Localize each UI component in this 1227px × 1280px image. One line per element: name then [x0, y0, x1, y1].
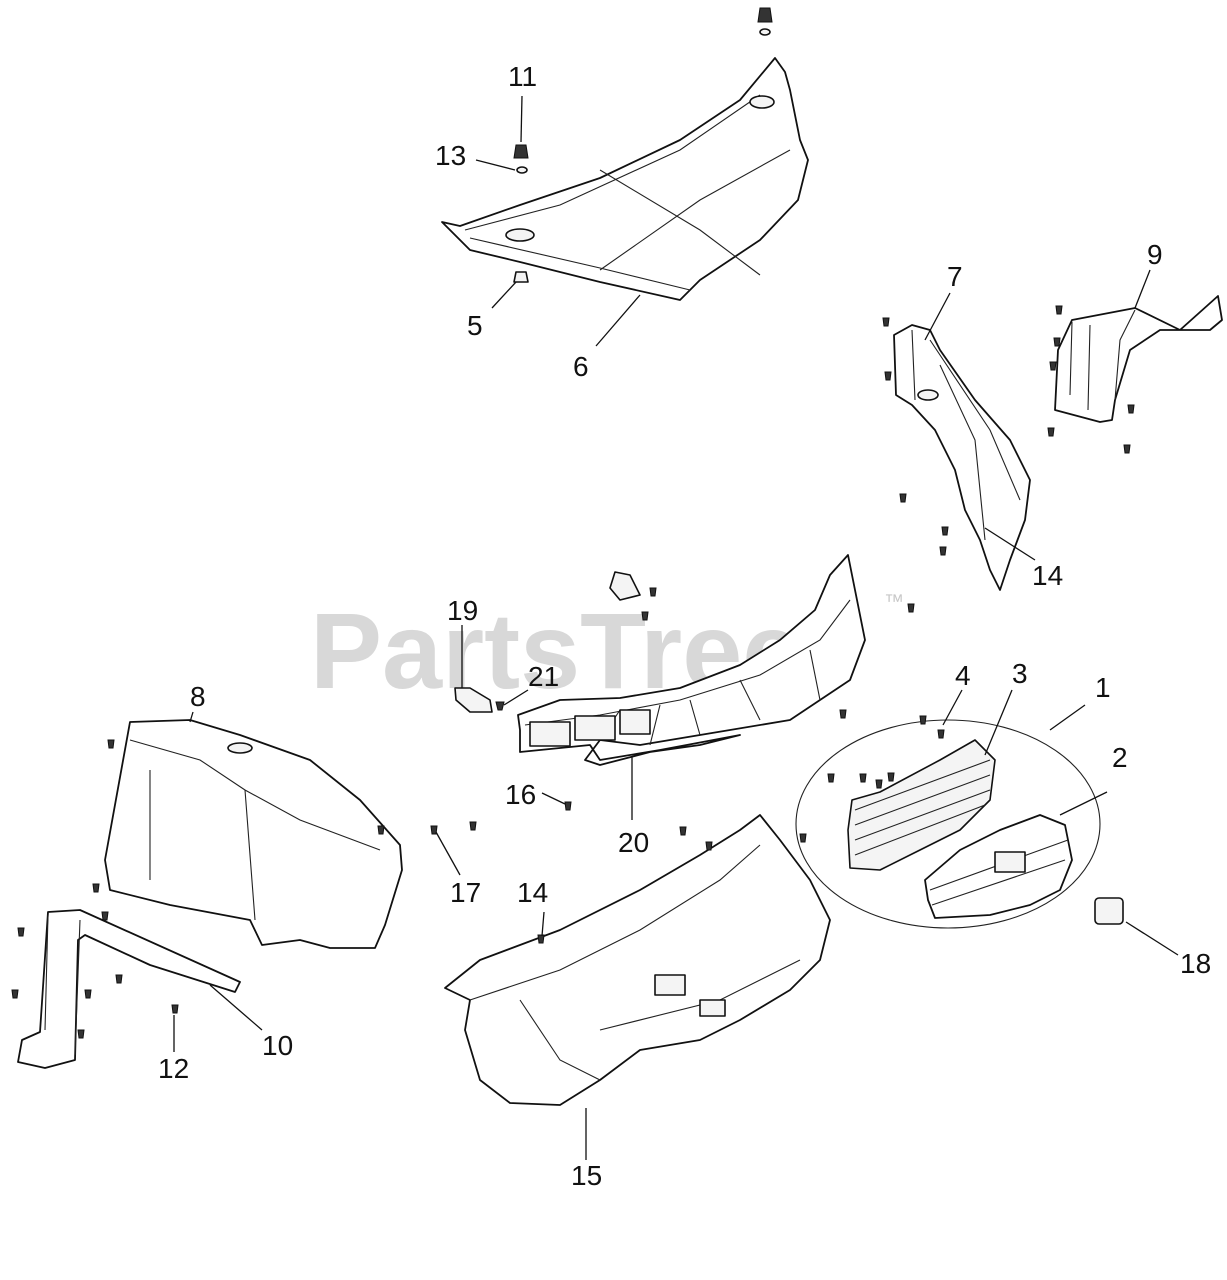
callout-labels: 1 2 3 4 5 6 7 8 9 10 11 12 13 14 14 15 1… [158, 61, 1211, 1191]
callout-8: 8 [190, 681, 206, 712]
part-18-emblem [1094, 897, 1124, 925]
callout-18: 18 [1180, 948, 1211, 979]
callout-16: 16 [505, 779, 536, 810]
callout-11: 11 [508, 61, 537, 92]
grille-assembly-circle [795, 719, 1101, 929]
callout-12: 12 [158, 1053, 189, 1084]
callout-13: 13 [435, 140, 466, 171]
part-5-grommet [513, 271, 529, 283]
part-10-left-fender [17, 909, 241, 1069]
callout-14-lower: 14 [517, 877, 548, 908]
leader-lines [173, 95, 1179, 1160]
callout-21: 21 [528, 661, 559, 692]
callout-3: 3 [1012, 658, 1028, 689]
callout-5: 5 [467, 310, 483, 341]
callout-9: 9 [1147, 239, 1163, 270]
callout-4: 4 [955, 660, 971, 691]
part-hood-clip [757, 7, 773, 23]
part-8-left-panel [104, 719, 403, 949]
part-bracket-top [609, 571, 641, 601]
fasteners [11, 305, 1135, 1039]
part-13-washer [516, 166, 528, 174]
part-20-front-frame [517, 554, 866, 766]
callout-20: 20 [618, 827, 649, 858]
part-15-lower-dash [444, 814, 831, 1106]
callout-2: 2 [1112, 742, 1128, 773]
part-2-outer-grille [924, 814, 1073, 919]
part-21-screw [495, 701, 505, 711]
part-19-bracket [454, 687, 493, 713]
part-6-hood [441, 57, 809, 301]
part-3-inner-grille [847, 739, 996, 871]
part-9-right-outer-fender [1054, 295, 1223, 423]
part-hood-washer [759, 28, 771, 36]
part-7-right-fender [893, 324, 1031, 591]
callout-14-right: 14 [1032, 560, 1063, 591]
callout-19: 19 [447, 595, 478, 626]
callout-10: 10 [262, 1030, 293, 1061]
callout-1: 1 [1095, 672, 1111, 703]
callout-6: 6 [573, 351, 589, 382]
callout-15: 15 [571, 1160, 602, 1191]
callout-7: 7 [947, 261, 963, 292]
callout-17: 17 [450, 877, 481, 908]
part-11-fastener [513, 144, 529, 159]
watermark-tm: ™ [884, 591, 904, 613]
